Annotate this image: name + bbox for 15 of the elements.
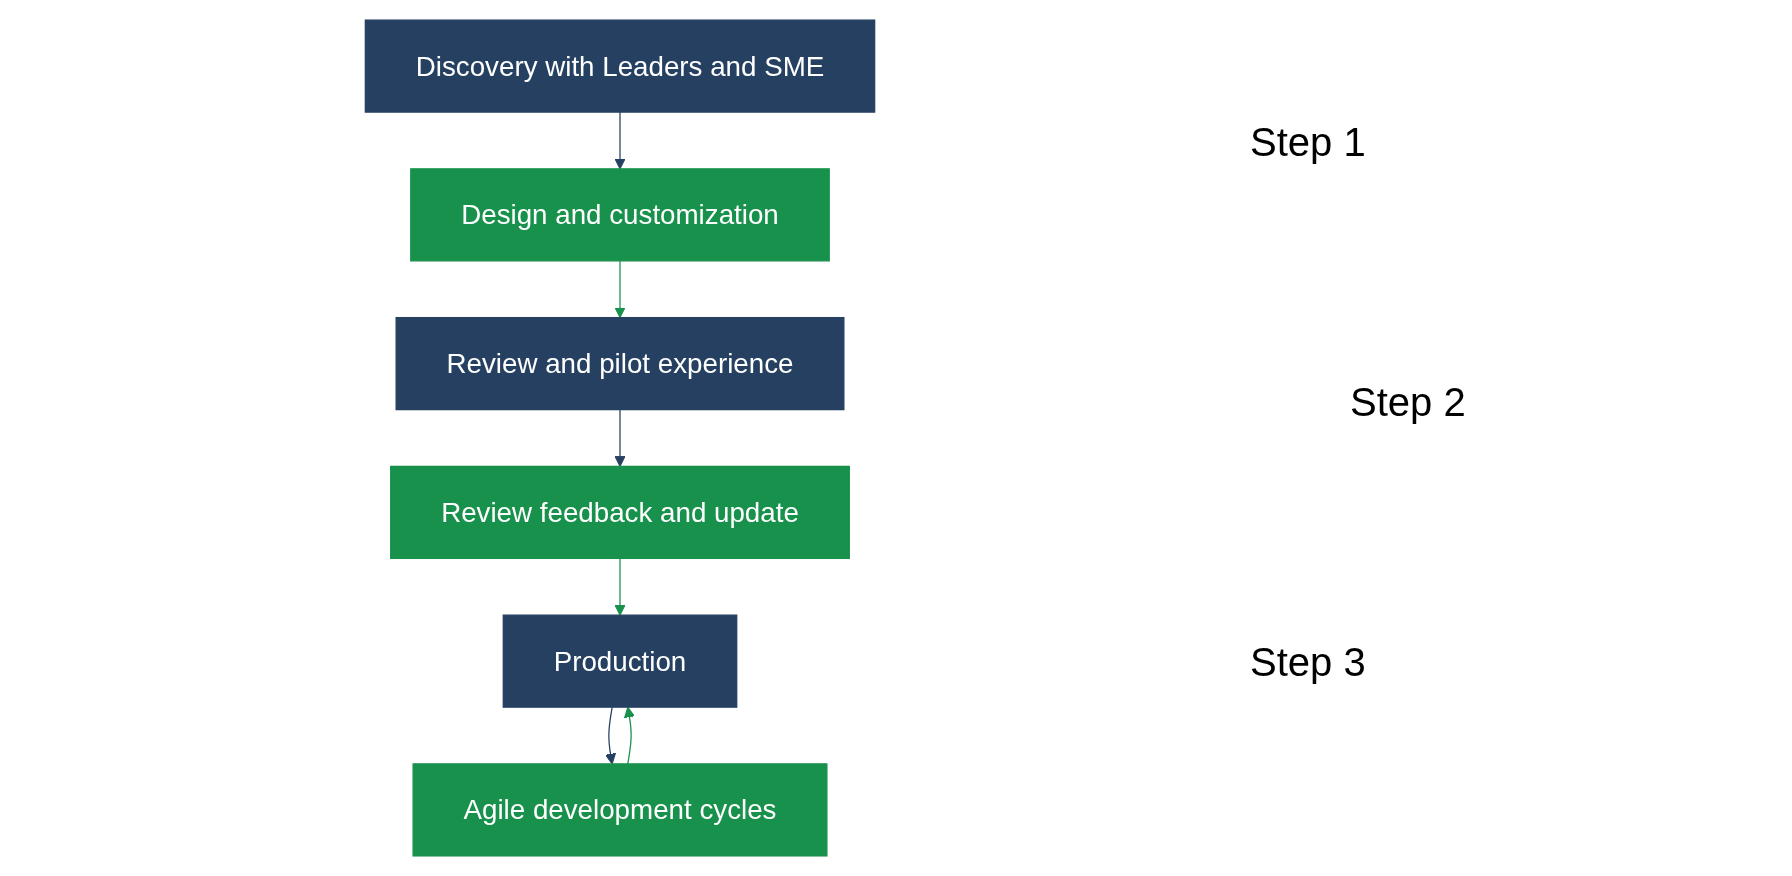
step-label: Step 2 [1350,380,1466,425]
step-label: Step 3 [1250,640,1366,685]
arrow [624,706,635,765]
node-box: Design and customization [410,168,830,262]
arrow [614,557,626,616]
arrow [614,111,626,170]
arrow [614,260,626,319]
node-box: Production [502,614,738,708]
step-label: Step 1 [1250,120,1366,165]
node-box: Review feedback and update [390,465,850,559]
node-box: Agile development cycles [412,763,828,857]
node-box: Review and pilot experience [395,317,845,411]
arrow [614,409,626,467]
node-box: Discovery with Leaders and SME [364,19,876,113]
arrow [605,706,616,765]
